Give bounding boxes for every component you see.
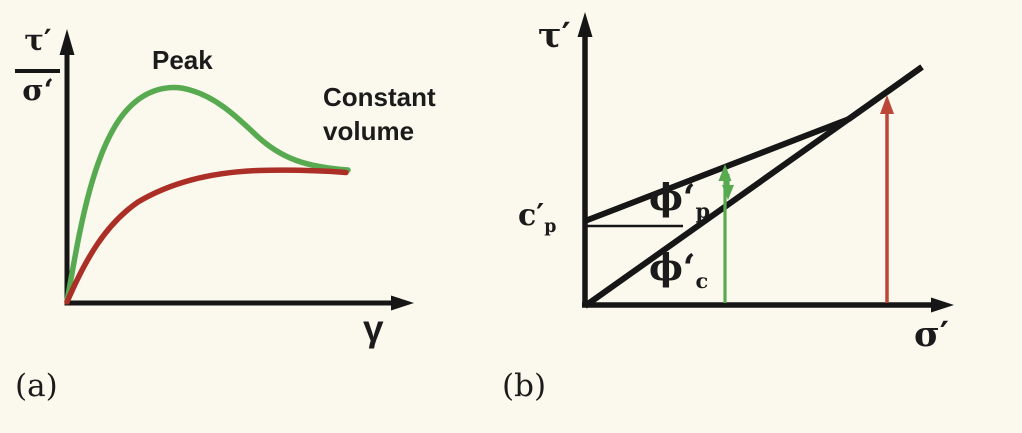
panel-a-y-axis-label-denominator: σ‘ [22,73,54,107]
panel-a-x-axis-arrowhead-icon [391,295,414,311]
panel-b-phi-cv-label: ϕ‘c [649,247,708,293]
panel-b-x-axis-arrowhead-icon [931,297,954,313]
phi-peak-base: ϕ‘ [649,177,696,219]
cohesion-subscript: p [544,217,557,237]
panel-b-y-axis-arrowhead-icon [577,12,593,37]
phi-cv-subscript: c [695,268,709,294]
panel-a-peak-annotation: Peak [152,45,213,75]
cohesion-base: c′ [518,198,545,233]
panel-b-red-arrowhead-icon [880,95,894,114]
panel-a-constant-volume-curve [64,167,349,305]
phi-cv-base: ϕ‘ [649,247,696,289]
panel-b-phi-peak-label: ϕ‘p [649,177,710,223]
panel-a-y-axis-arrowhead-icon [59,29,75,55]
panel-b-plot [577,12,954,313]
panel-a-y-axis-fraction-bar [15,69,60,73]
panel-b-y-axis-label: τ′ [538,15,571,56]
panel-a-caption: (a) [15,368,58,404]
constant-volume-line1: Constant [323,82,436,112]
panel-a-plot [59,29,414,311]
panel-a-x-axis-label: γ [363,308,384,349]
panel-a-constant-volume-annotation: Constant volume [323,80,436,148]
panel-a-y-axis-label-numerator: τ′ [24,23,52,57]
panel-b-cohesion-intercept-label: c′p [518,198,556,237]
phi-peak-subscript: p [695,198,711,224]
panel-b-green-down-arrowhead-icon [722,185,734,200]
panel-b-x-axis-label: σ′ [914,314,950,355]
panel-b-caption: (b) [502,368,547,404]
constant-volume-line2: volume [323,116,415,146]
panel-b-peak-envelope-line [583,64,924,224]
panel-a-peak-curve [64,84,351,304]
